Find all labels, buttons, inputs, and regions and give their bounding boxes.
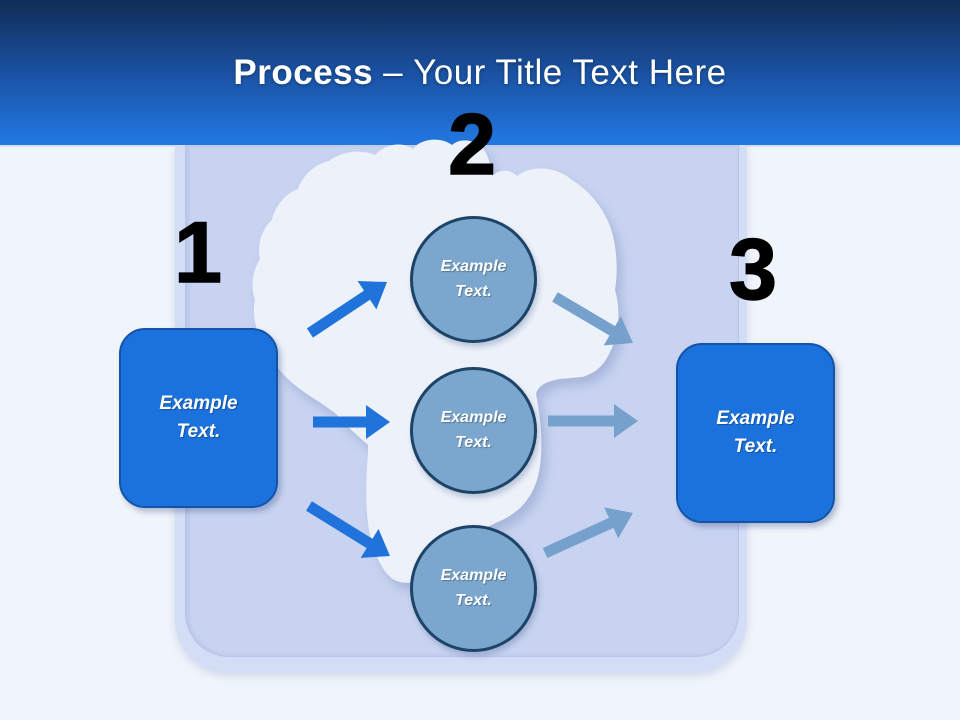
step3-box[interactable]: Example Text. [676, 343, 835, 523]
title-emphasis: Process [233, 52, 374, 92]
title-bar: Process–Your Title Text Here [0, 0, 960, 147]
step1-number[interactable]: 1 [173, 205, 222, 301]
step2-circle-middle[interactable]: Example Text. [410, 367, 537, 494]
title-text: Your Title Text Here [413, 52, 727, 92]
step2-circle-bottom-label: Example Text. [440, 566, 507, 609]
step2-circle-bottom[interactable]: Example Text. [410, 525, 537, 652]
step3-number[interactable]: 3 [728, 222, 777, 318]
step1-box-label: Example Text. [159, 392, 238, 443]
step2-number[interactable]: 2 [447, 97, 496, 193]
step3-box-label: Example Text. [716, 407, 795, 458]
step2-circle-middle-label: Example Text. [440, 408, 507, 451]
title-dash: – [383, 52, 404, 92]
step1-box[interactable]: Example Text. [119, 328, 278, 508]
step2-circle-top-label: Example Text. [440, 257, 507, 300]
slide-title[interactable]: Process–Your Title Text Here [233, 53, 726, 93]
step2-circle-top[interactable]: Example Text. [410, 216, 537, 343]
